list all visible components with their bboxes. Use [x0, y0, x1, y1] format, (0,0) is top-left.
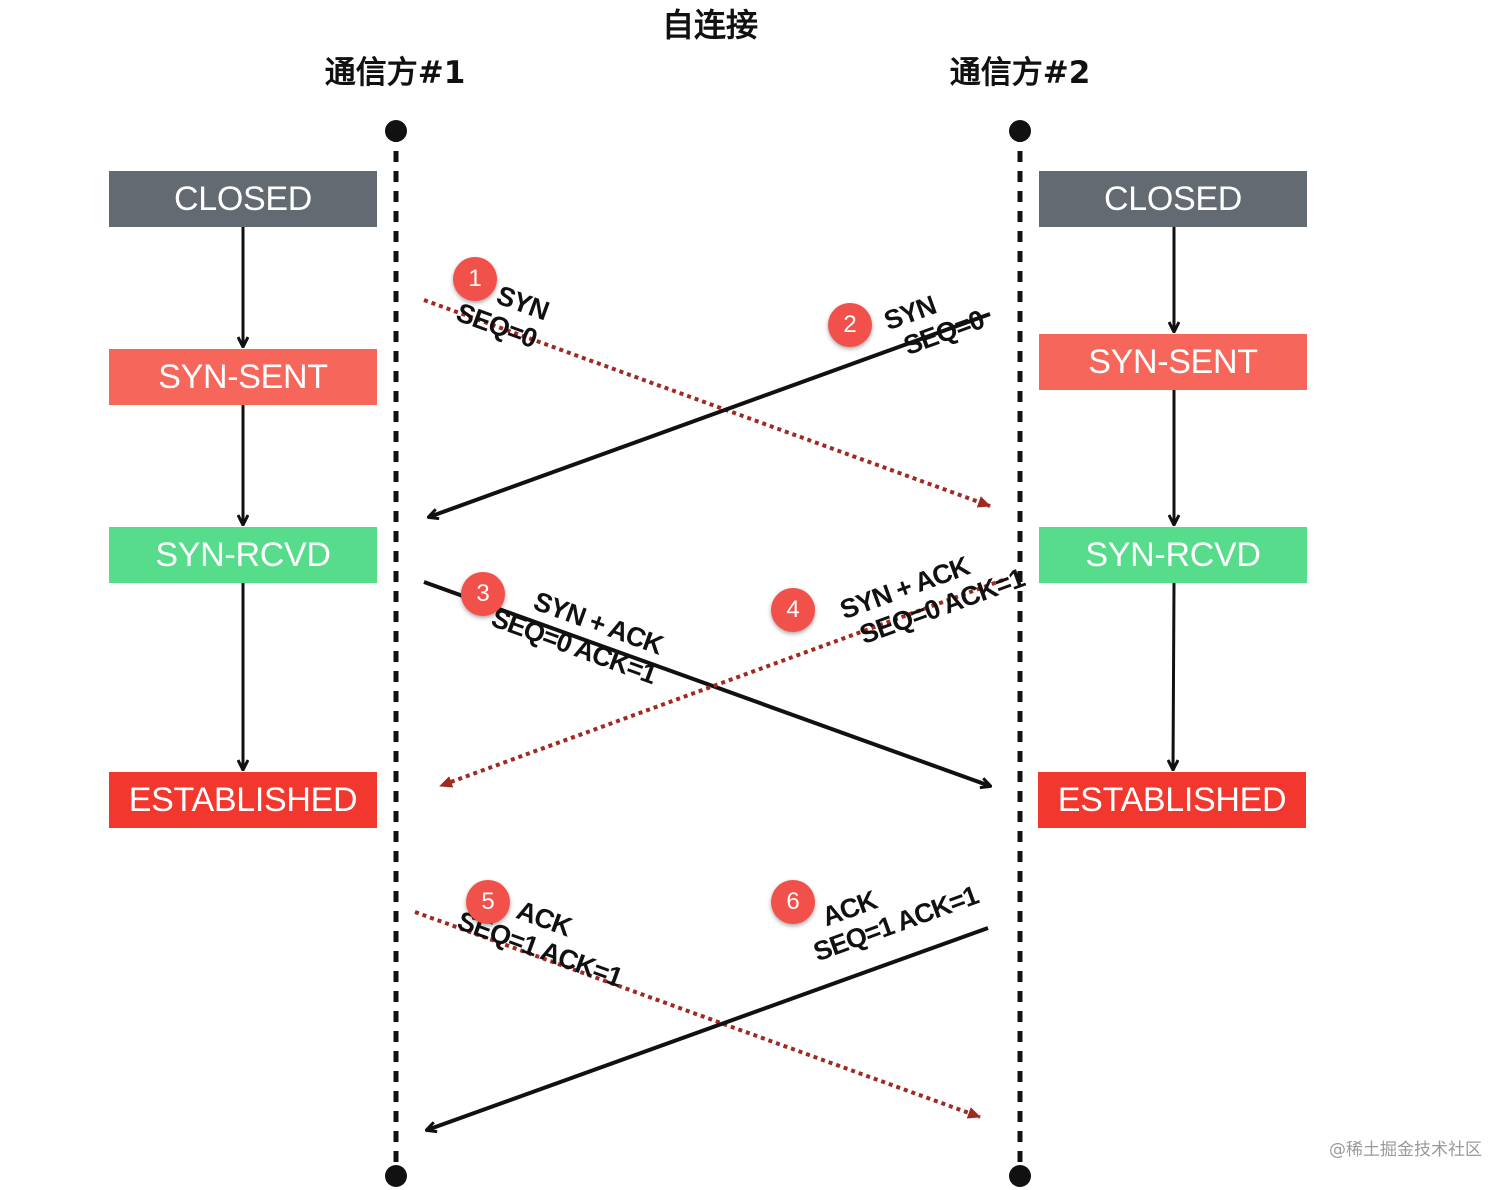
left-state-closed: CLOSED	[109, 171, 377, 227]
step-badge-6: 6	[771, 880, 815, 924]
party-1-title: 通信方#1	[324, 55, 466, 91]
message-3-syn-ack-arrow	[423, 580, 990, 786]
watermark: @稀土掘金技术社区	[1329, 1140, 1482, 1160]
right-state-syn-rcvd: SYN-RCVD	[1039, 527, 1307, 583]
party-2-title: 通信方#2	[949, 55, 1091, 91]
party-1-lifeline-start	[385, 120, 407, 142]
left-state-syn-sent: SYN-SENT	[109, 349, 377, 405]
right-state-closed: CLOSED	[1039, 171, 1307, 227]
party-2-lifeline-end	[1009, 1165, 1031, 1187]
step-badge-2: 2	[828, 303, 872, 347]
message-6-ack-arrow	[427, 926, 989, 1130]
step-badge-3: 3	[461, 572, 505, 616]
right-state-syn-sent: SYN-SENT	[1039, 334, 1307, 390]
party-2-lifeline-start	[1009, 120, 1031, 142]
step-badge-5: 5	[466, 880, 510, 924]
party-1-lifeline-end	[385, 1165, 407, 1187]
left-state-syn-rcvd: SYN-RCVD	[109, 527, 377, 583]
right-state-established: ESTABLISHED	[1038, 772, 1306, 828]
left-state-established: ESTABLISHED	[109, 772, 377, 828]
message-4-syn-ack-arrow	[439, 578, 1004, 788]
step-badge-1: 1	[453, 257, 497, 301]
diagram-title: 自连接	[661, 6, 759, 44]
message-2-syn-arrow	[429, 312, 991, 517]
right-arrow-syn-rcvd-to-established	[1173, 582, 1174, 769]
step-badge-4: 4	[771, 588, 815, 632]
